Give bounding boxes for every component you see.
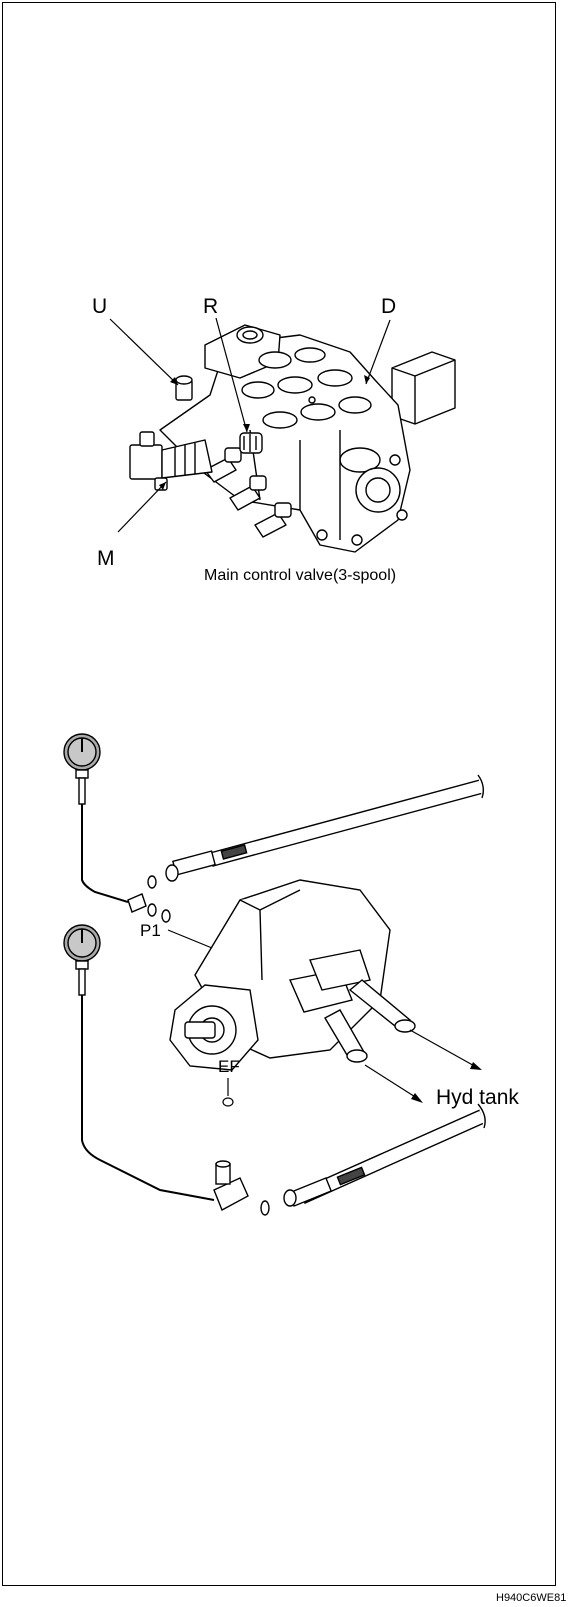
- pressure-gauge-2: [63, 924, 101, 996]
- relief-valve: [239, 432, 263, 454]
- pump-outlets: [324, 979, 416, 1063]
- valve-solenoid-block: [391, 351, 456, 425]
- valve-leader-lines: [109, 317, 391, 533]
- gauge-hoses: [81, 804, 215, 1201]
- figure-code: H940C6WE81: [496, 1592, 567, 1604]
- label-p1: P1: [140, 921, 161, 940]
- label-d: D: [381, 295, 397, 318]
- valve-body: [159, 324, 411, 553]
- pressure-hose-lower: [213, 1103, 486, 1216]
- pressure-hose-upper: [127, 774, 485, 923]
- valve-caption: Main control valve(3-spool): [204, 567, 397, 584]
- label-ef: EF: [218, 1057, 240, 1076]
- solenoid-valve-m: [129, 431, 213, 491]
- valve-spool-ends: [204, 447, 292, 538]
- label-m: M: [97, 547, 115, 570]
- pressure-gauge-1: [63, 733, 101, 805]
- label-hyd-tank: Hyd tank: [436, 1086, 519, 1109]
- label-r: R: [203, 295, 219, 318]
- arrows-to-hyd-tank: [364, 1029, 479, 1101]
- label-u: U: [92, 295, 108, 318]
- page-frame: [2, 2, 556, 1586]
- port-leaders: [167, 929, 234, 1107]
